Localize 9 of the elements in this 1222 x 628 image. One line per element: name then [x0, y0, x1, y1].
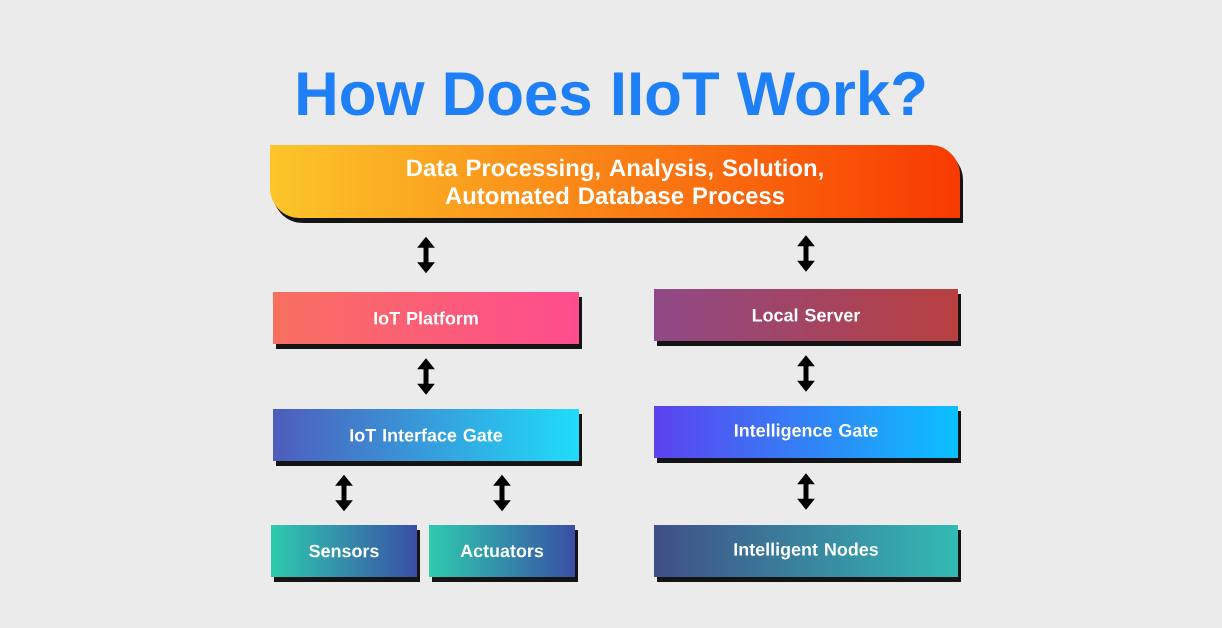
process-box: Sensors: [271, 525, 420, 582]
process-box: IoT Platform: [273, 292, 582, 349]
process-box: Intelligence Gate: [654, 406, 961, 463]
process-box: Local Server: [654, 289, 961, 346]
process-box: Actuators: [429, 525, 578, 582]
title: How Does IIoT Work?: [298, 70, 925, 116]
process-box: Intelligent Nodes: [654, 525, 961, 582]
process-box: IoT Interface Gate: [273, 409, 582, 466]
banner: Data Processing, Analysis, Solution, Automated Database Process: [270, 145, 963, 223]
